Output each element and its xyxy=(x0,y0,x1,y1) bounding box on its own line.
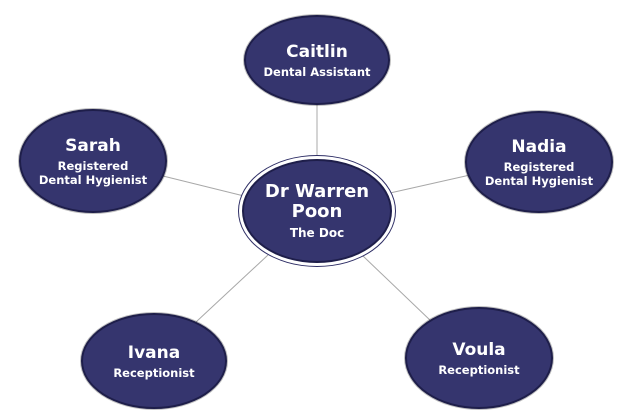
node-caitlin: Caitlin Dental Assistant xyxy=(244,15,390,105)
node-ivana: Ivana Receptionist xyxy=(81,313,227,409)
node-voula: Voula Receptionist xyxy=(405,307,553,409)
node-nadia-name: Nadia xyxy=(511,136,567,157)
node-dr-warren-poon: Dr Warren Poon The Doc xyxy=(242,159,392,263)
node-nadia-role: Registered Dental Hygienist xyxy=(484,159,594,188)
node-center-name: Dr Warren Poon xyxy=(264,181,370,222)
connector-nadia xyxy=(389,174,471,194)
connector-ivana xyxy=(195,254,269,323)
node-voula-role: Receptionist xyxy=(438,362,520,377)
node-voula-name: Voula xyxy=(452,339,506,360)
node-ivana-role: Receptionist xyxy=(113,365,195,380)
node-caitlin-name: Caitlin xyxy=(286,41,348,62)
node-ivana-name: Ivana xyxy=(127,342,181,363)
node-sarah-role: Registered Dental Hygienist xyxy=(38,158,148,187)
connector-voula xyxy=(362,255,433,323)
node-sarah-name: Sarah xyxy=(65,135,121,156)
connector-sarah xyxy=(162,175,245,197)
node-caitlin-role: Dental Assistant xyxy=(263,64,371,79)
node-sarah: Sarah Registered Dental Hygienist xyxy=(19,109,167,213)
node-center-role: The Doc xyxy=(289,226,345,240)
node-nadia: Nadia Registered Dental Hygienist xyxy=(465,111,613,213)
